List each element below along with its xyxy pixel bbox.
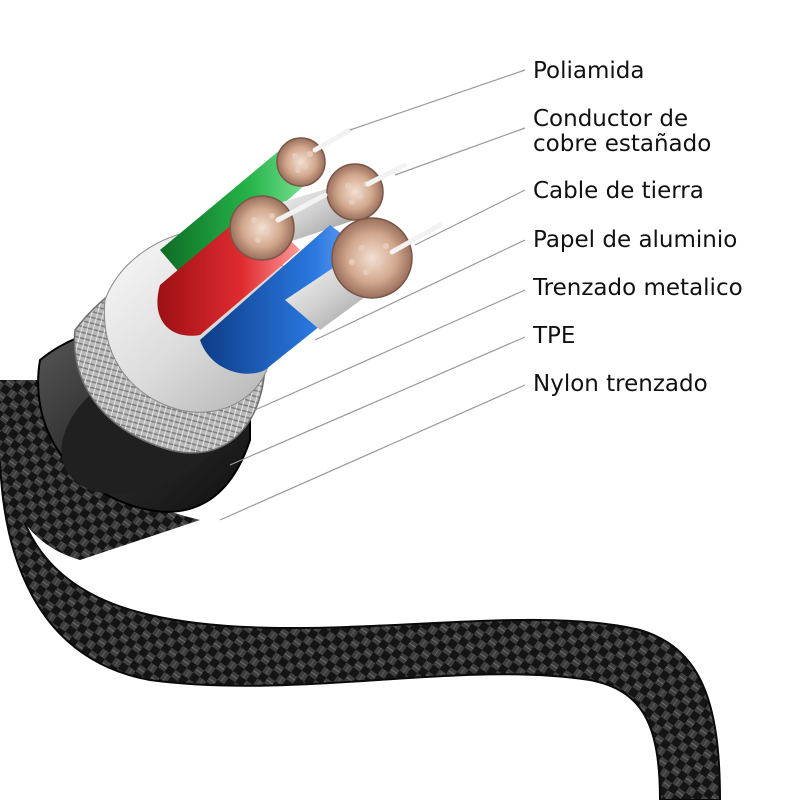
- copper-end-red: [229, 195, 295, 261]
- label-trenzado-metalico: Trenzado metalico: [533, 275, 743, 301]
- label-cable-tierra: Cable de tierra: [533, 178, 704, 204]
- label-papel-aluminio: Papel de aluminio: [533, 227, 738, 253]
- label-poliamida: Poliamida: [533, 58, 645, 84]
- copper-end-top: [326, 163, 384, 221]
- copper-end-green: [276, 137, 326, 187]
- copper-end-blue: [331, 217, 413, 299]
- leader-lines: [219, 69, 526, 521]
- label-nylon-trenzado: Nylon trenzado: [533, 371, 708, 397]
- label-conductor-cobre: Conductor de cobre estañado: [533, 106, 712, 157]
- copper-conductors: [229, 127, 443, 299]
- label-tpe: TPE: [533, 323, 576, 349]
